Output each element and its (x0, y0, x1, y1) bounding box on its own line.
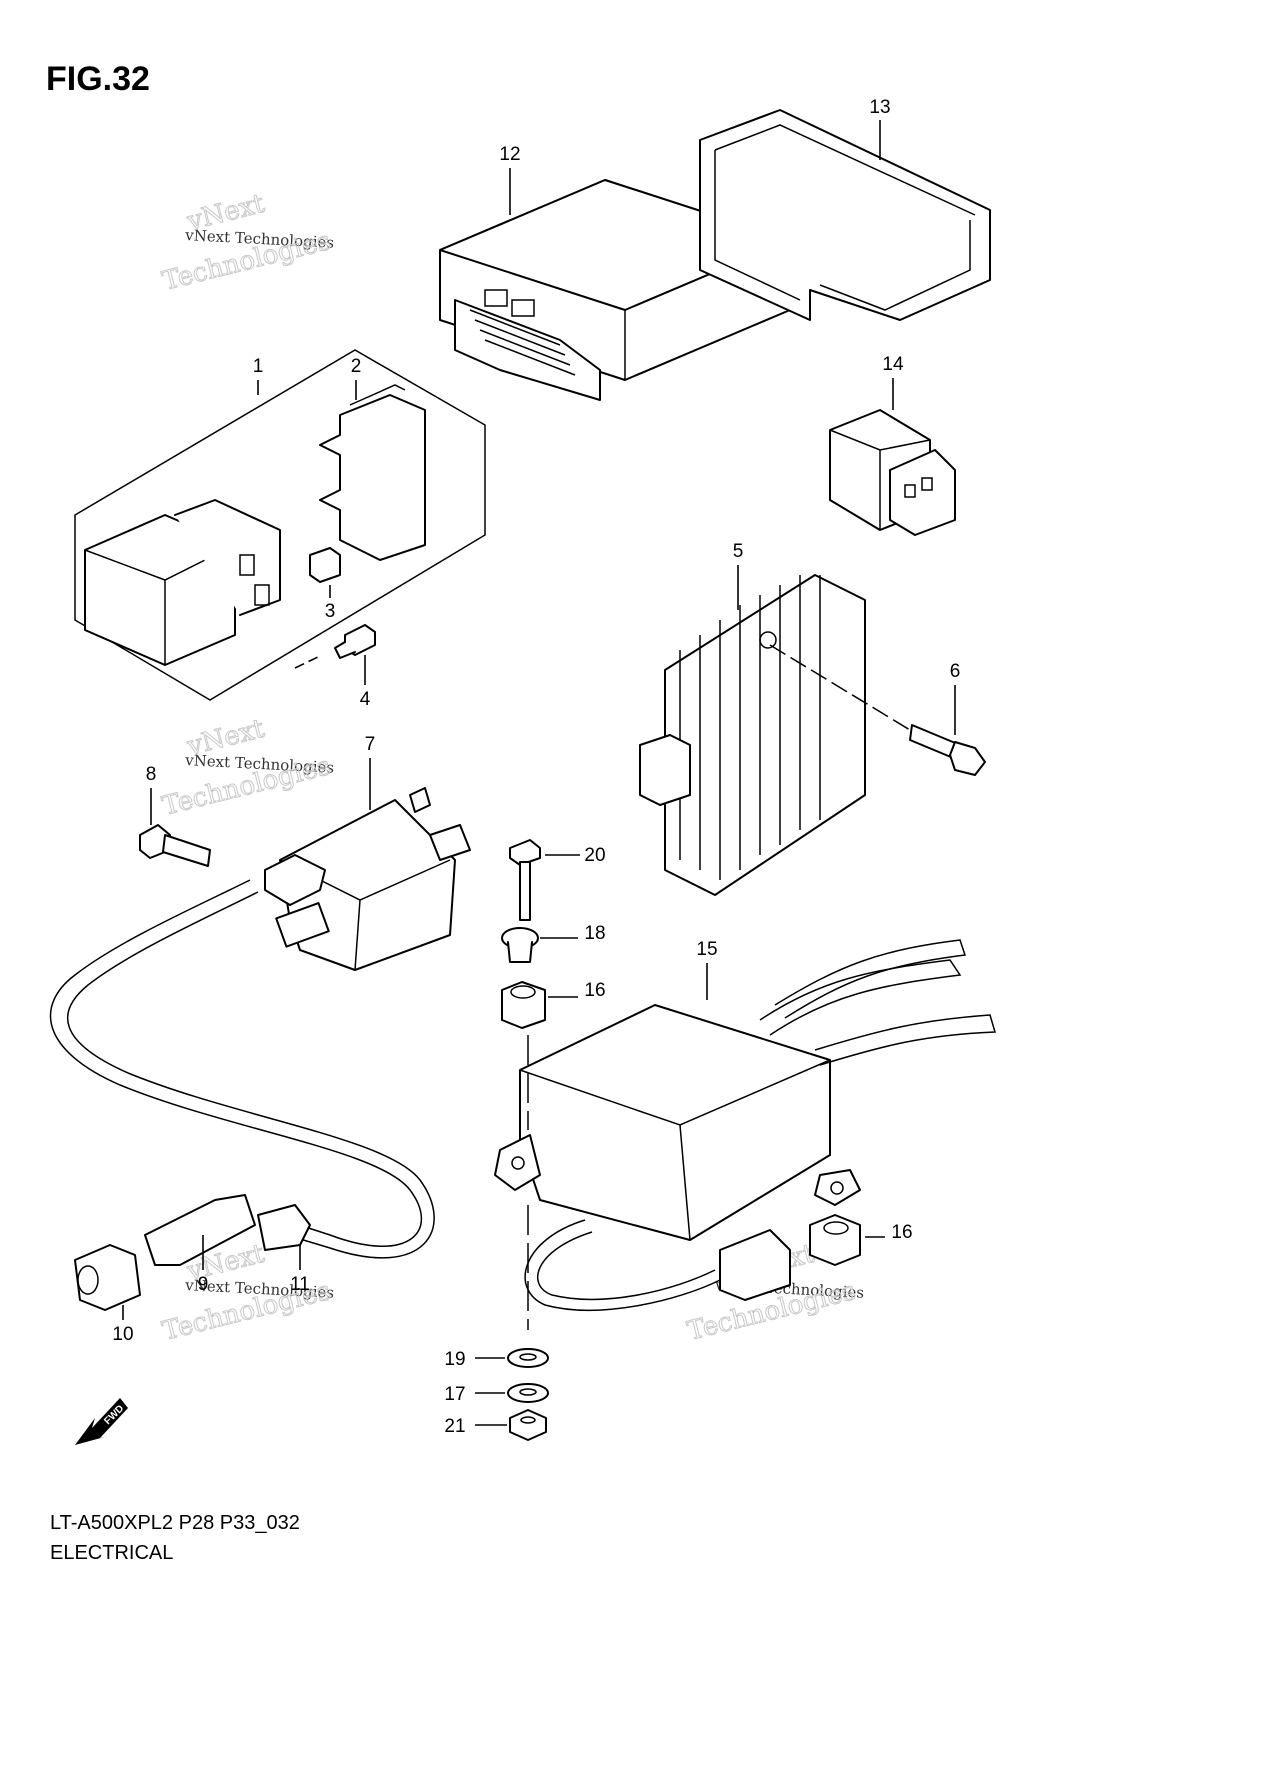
callout-10: 10 (112, 1324, 133, 1345)
callout-11: 11 (290, 1274, 310, 1295)
part-1-relay-assembly (74, 349, 486, 701)
part-5-regulator (639, 574, 866, 896)
part-21-nut (509, 1409, 547, 1441)
callout-12: 12 (499, 144, 520, 165)
diagram-footer: LT-A500XPL2 P28 P33_032 ELECTRICAL (50, 1508, 300, 1568)
callout-6: 6 (950, 661, 961, 682)
part-20-bolt (509, 839, 541, 921)
part-3-fuse (309, 547, 341, 583)
high-tension-lead (49, 879, 435, 1259)
part-2-bracket (319, 384, 426, 561)
part-16-grommet-lower (809, 1214, 861, 1266)
callout-19: 19 (444, 1349, 465, 1370)
part-18-collar (501, 927, 539, 963)
callout-9: 9 (198, 1274, 209, 1295)
callout-7: 7 (365, 734, 376, 755)
callout-5: 5 (733, 541, 744, 562)
part-10-boot (74, 1244, 141, 1311)
callout-14: 14 (882, 354, 904, 375)
part-9-plug-cap (144, 1194, 256, 1266)
part-14-connector (829, 409, 956, 536)
callout-8: 8 (146, 764, 157, 785)
watermark-top-left: vNext vNext Technologies Technologies (159, 188, 335, 297)
callout-2: 2 (351, 356, 362, 377)
diagram-code: LT-A500XPL2 P28 P33_032 (50, 1512, 300, 1534)
diagram-name: ELECTRICAL (50, 1542, 174, 1564)
part-7-ignition-coil (264, 787, 471, 971)
part-11-suppressor (257, 1204, 311, 1251)
callout-1: 1 (253, 356, 264, 377)
callout-17: 17 (444, 1384, 465, 1405)
part-6-bolt (909, 724, 986, 776)
callout-13: 13 (869, 97, 890, 118)
part-8-bolt (139, 824, 211, 867)
part-17-washer (507, 1383, 549, 1403)
callout-18: 18 (584, 923, 605, 944)
callout-3: 3 (325, 601, 336, 622)
callout-21: 21 (444, 1416, 465, 1437)
fwd-arrow-icon: FWD (75, 1398, 128, 1445)
part-15-control-module (494, 1004, 861, 1241)
part-4-screw (334, 624, 376, 659)
part-13-cover (699, 109, 991, 321)
part-16-grommet-upper (501, 981, 546, 1029)
part-19-washer (507, 1348, 549, 1368)
callout-16-lower: 16 (891, 1222, 912, 1243)
callout-16-upper: 16 (584, 980, 605, 1001)
module-wiring (524, 939, 996, 1311)
callout-15: 15 (696, 939, 717, 960)
callout-4: 4 (360, 689, 371, 710)
watermark-mid-left: vNext vNext Technologies Technologies (159, 713, 335, 822)
figure-title: FIG.32 (46, 60, 150, 98)
callout-20: 20 (584, 845, 605, 866)
